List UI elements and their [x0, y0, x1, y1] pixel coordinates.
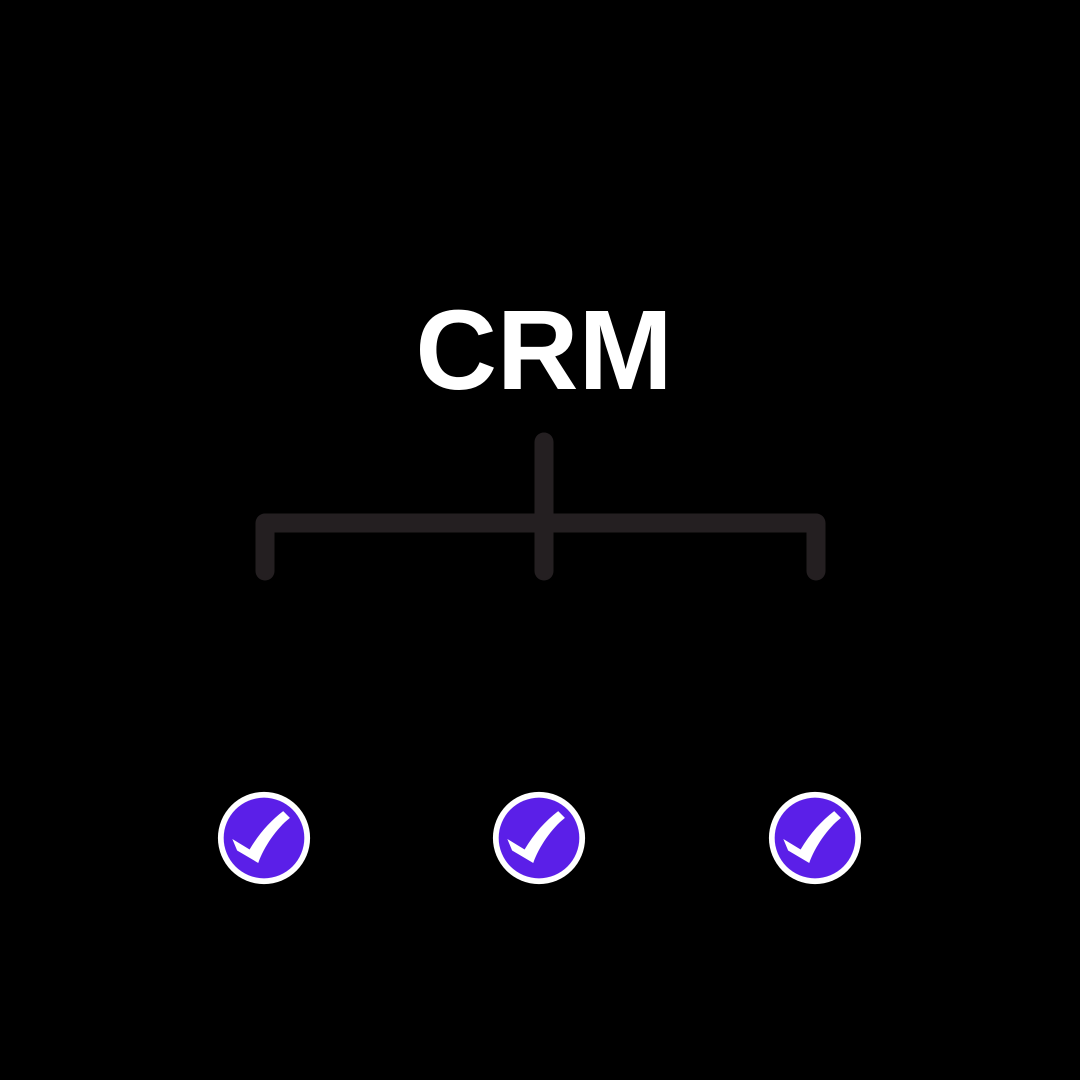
check-icon: [768, 791, 862, 885]
check-glyph: [232, 811, 290, 863]
check-glyph: [783, 811, 841, 863]
connector-bracket: [255, 513, 826, 581]
check-icon: [217, 791, 311, 885]
check-glyph: [507, 811, 565, 863]
page-title: CRM: [415, 287, 673, 413]
center-check-node: [491, 790, 587, 886]
check-icon: [492, 791, 586, 885]
left-check-node: [216, 790, 312, 886]
right-check-node: [767, 790, 863, 886]
